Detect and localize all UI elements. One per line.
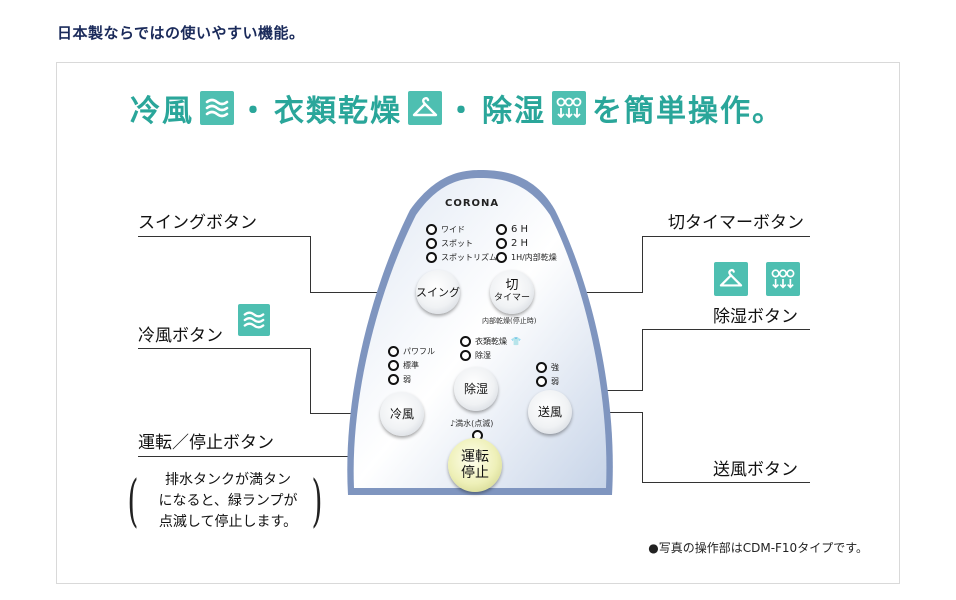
inner-dry-caption: 内部乾燥(停止時) xyxy=(482,317,537,325)
mode-led-clothes-dry: 衣類乾燥👕 xyxy=(460,336,521,347)
banner-clothes-dry: 衣類乾燥 xyxy=(274,94,402,129)
feature-banner: 冷風 ・ 衣類乾燥 ・ 除湿 を簡単操作。 xyxy=(130,82,784,134)
fan-led-strong: 強 xyxy=(536,362,559,373)
led-indicator xyxy=(388,360,399,371)
mode-led-dehumid: 除湿 xyxy=(460,350,491,361)
led-indicator xyxy=(536,362,547,373)
led-indicator xyxy=(388,346,399,357)
control-panel: CORONA ワイド スポット スポットリズム 6 H 2 H 1H/内部乾燥 … xyxy=(340,160,622,505)
fan-leader-h1 xyxy=(642,482,810,483)
tank-full-note: 排水タンクが満タン になると、緑ランプが 点滅して停止します。 xyxy=(138,470,318,533)
banner-sep-2: ・ xyxy=(446,94,478,129)
cool-led-weak: 弱 xyxy=(388,374,411,385)
fan-button[interactable]: 送風 xyxy=(528,390,572,434)
banner-easy-op: を簡単操作。 xyxy=(592,94,784,129)
timer-leader-h2 xyxy=(534,292,642,293)
note-paren-left: ( xyxy=(127,469,139,534)
timer-button-label: 切タイマーボタン xyxy=(668,213,804,233)
swing-button-label: スイングボタン xyxy=(138,213,257,233)
timer-led-1h: 1H/内部乾燥 xyxy=(496,252,557,263)
swing-led-spot-rhythm: スポットリズム xyxy=(426,252,497,263)
led-indicator xyxy=(426,224,437,235)
banner-cool: 冷風 xyxy=(130,94,194,129)
timer-led-2h: 2 H xyxy=(496,238,528,249)
cool-leader-h2 xyxy=(310,413,382,414)
note-paren-right: ) xyxy=(311,469,323,534)
tank-full-caption: ♪満水(点滅) xyxy=(450,419,494,428)
wave-icon xyxy=(200,91,234,125)
note-line-3: 点滅して停止します。 xyxy=(158,514,298,530)
swing-led-spot: スポット xyxy=(426,238,473,249)
footnote: ●写真の操作部はCDM-F10タイプです。 xyxy=(648,541,868,555)
run-stop-button-label: 運転／停止ボタン xyxy=(138,433,274,453)
led-indicator xyxy=(496,224,507,235)
run-stop-leader xyxy=(138,456,448,457)
swing-leader-v xyxy=(310,236,311,293)
timer-led-6h: 6 H xyxy=(496,224,528,235)
timer-leader-v xyxy=(642,236,643,293)
led-indicator xyxy=(460,336,471,347)
fan-leader-v xyxy=(642,412,643,482)
led-indicator xyxy=(536,376,547,387)
hanger-icon xyxy=(408,91,442,125)
note-line-1: 排水タンクが満タン xyxy=(165,472,291,488)
page-heading: 日本製ならではの使いやすい機能。 xyxy=(57,24,305,42)
shirt-icon: 👕 xyxy=(511,337,521,346)
cool-led-standard: 標準 xyxy=(388,360,419,371)
dehumid-leader-h1 xyxy=(642,329,810,330)
cool-leader-h1 xyxy=(138,348,310,349)
led-indicator xyxy=(426,252,437,263)
dehumid-button-label: 除湿ボタン xyxy=(713,307,798,327)
brand-logo: CORONA xyxy=(445,198,500,209)
fan-button-label: 送風ボタン xyxy=(713,460,798,480)
swing-leader-h1 xyxy=(138,236,310,237)
wave-icon xyxy=(238,304,270,336)
swing-leader-h2 xyxy=(310,292,420,293)
note-line-2: になると、緑ランプが xyxy=(158,493,298,509)
droplets-icon xyxy=(766,262,800,296)
swing-button[interactable]: スイング xyxy=(416,270,460,314)
dehumid-button[interactable]: 除湿 xyxy=(454,367,498,411)
cool-button[interactable]: 冷風 xyxy=(380,392,424,436)
banner-sep-1: ・ xyxy=(238,94,270,129)
timer-button[interactable]: 切 タイマー xyxy=(490,270,534,314)
dehumid-leader-v xyxy=(642,329,643,391)
droplets-icon xyxy=(552,91,586,125)
led-indicator xyxy=(496,238,507,249)
fan-led-weak: 弱 xyxy=(536,376,559,387)
cool-leader-v xyxy=(310,348,311,414)
hanger-icon xyxy=(714,262,748,296)
swing-led-wide: ワイド xyxy=(426,224,465,235)
led-indicator xyxy=(460,350,471,361)
run-stop-button[interactable]: 運転 停止 xyxy=(448,438,502,492)
led-indicator xyxy=(426,238,437,249)
cool-button-label: 冷風ボタン xyxy=(138,326,223,346)
led-indicator xyxy=(496,252,507,263)
cool-led-powerful: パワフル xyxy=(388,346,435,357)
timer-leader-h1 xyxy=(642,236,810,237)
led-indicator xyxy=(388,374,399,385)
banner-dehumid: 除湿 xyxy=(482,94,546,129)
